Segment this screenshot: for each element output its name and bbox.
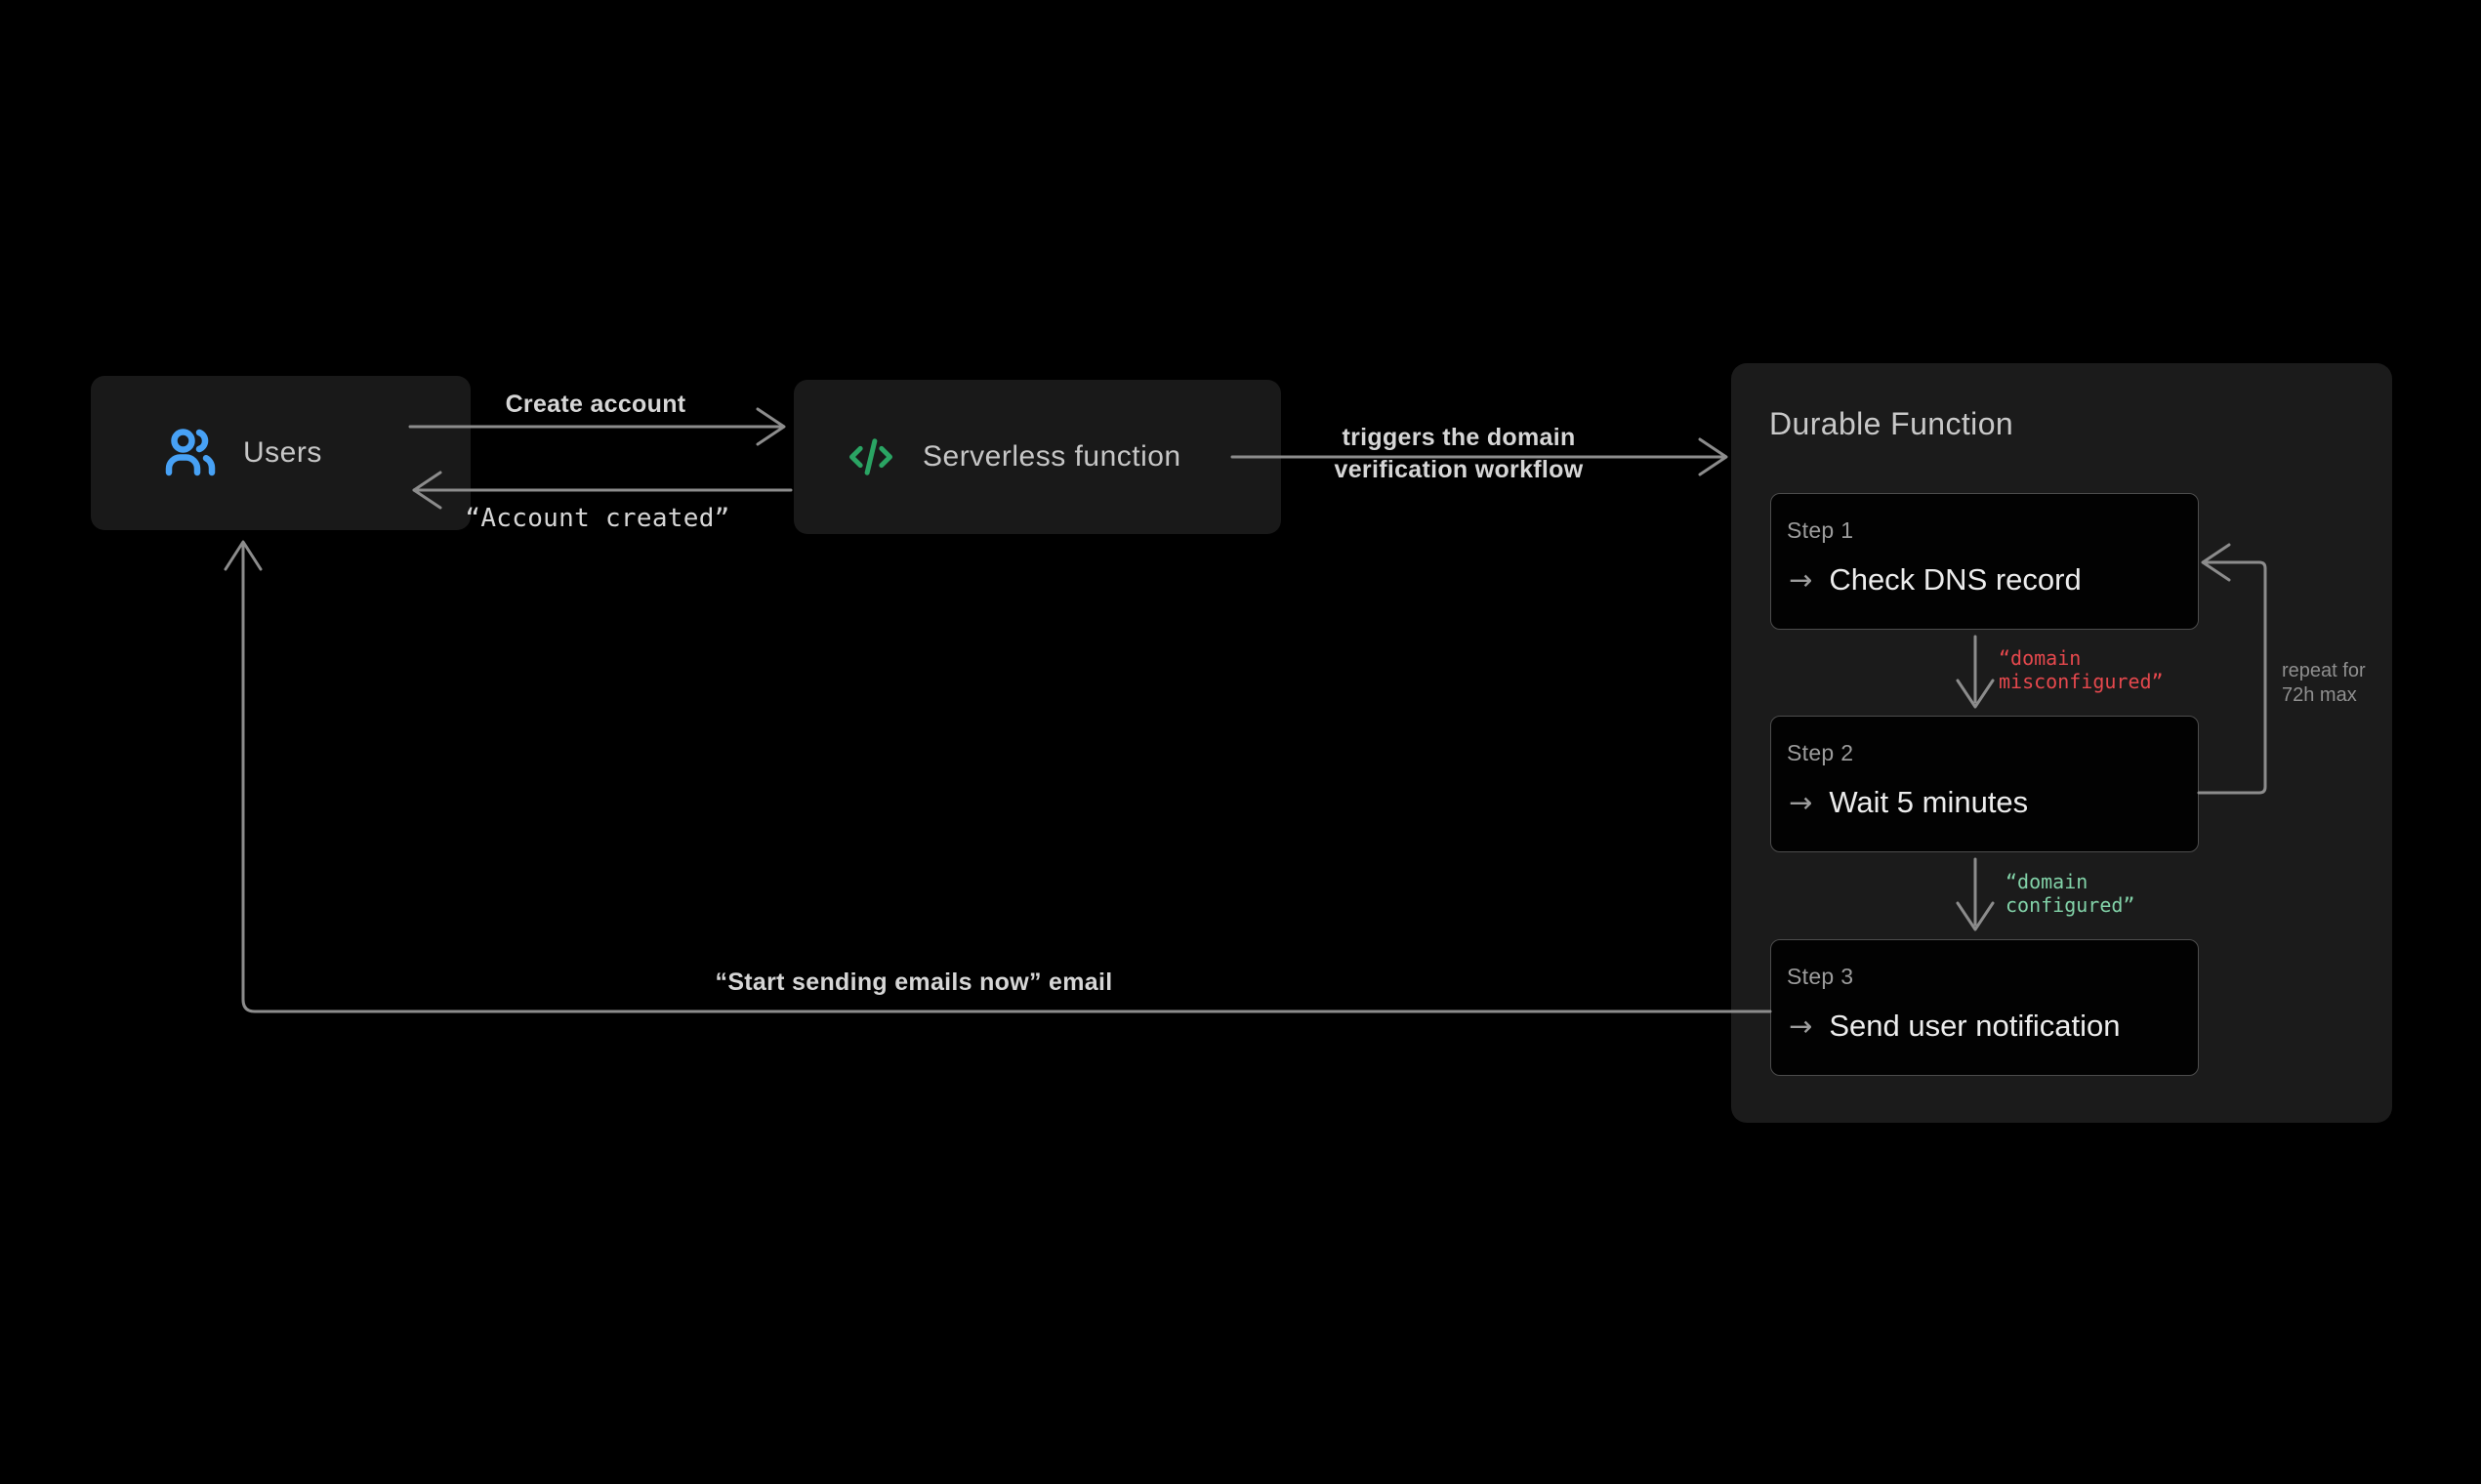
account-created-label: “Account created” (465, 504, 730, 533)
create-account-label: Create account (505, 391, 686, 418)
start-email-label: “Start sending emails now” email (715, 969, 1113, 996)
triggers-arrowhead (1698, 437, 1728, 476)
serverless-node: Serverless function (794, 380, 1281, 534)
code-icon (849, 438, 892, 475)
step-1-arrow-icon: → (1789, 563, 1813, 597)
email-return-line (241, 541, 1772, 1013)
step-3-box: Step 3 → Send user notification (1770, 939, 2199, 1076)
step-3-action: Send user notification (1829, 1009, 2121, 1043)
step-1-box: Step 1 → Check DNS record (1770, 493, 2199, 630)
serverless-node-label: Serverless function (923, 440, 1181, 473)
users-node-label: Users (243, 436, 322, 469)
email-return-arrowhead (224, 540, 263, 571)
step-2-action: Wait 5 minutes (1829, 785, 2029, 819)
users-node: Users (91, 376, 471, 530)
durable-function-title: Durable Function (1769, 406, 2014, 441)
step-1-action: Check DNS record (1829, 562, 2082, 597)
step-2-name: Step 2 (1787, 740, 1854, 765)
step-2-box: Step 2 → Wait 5 minutes (1770, 716, 2199, 852)
step-3-name: Step 3 (1787, 964, 1854, 989)
step-3-arrow-icon: → (1789, 1010, 1813, 1043)
step-1-name: Step 1 (1787, 517, 1854, 543)
step-2-arrow-icon: → (1789, 786, 1813, 819)
users-icon (165, 429, 216, 476)
durable-function-panel: Durable Function Step 1 → Check DNS reco… (1731, 363, 2392, 1123)
